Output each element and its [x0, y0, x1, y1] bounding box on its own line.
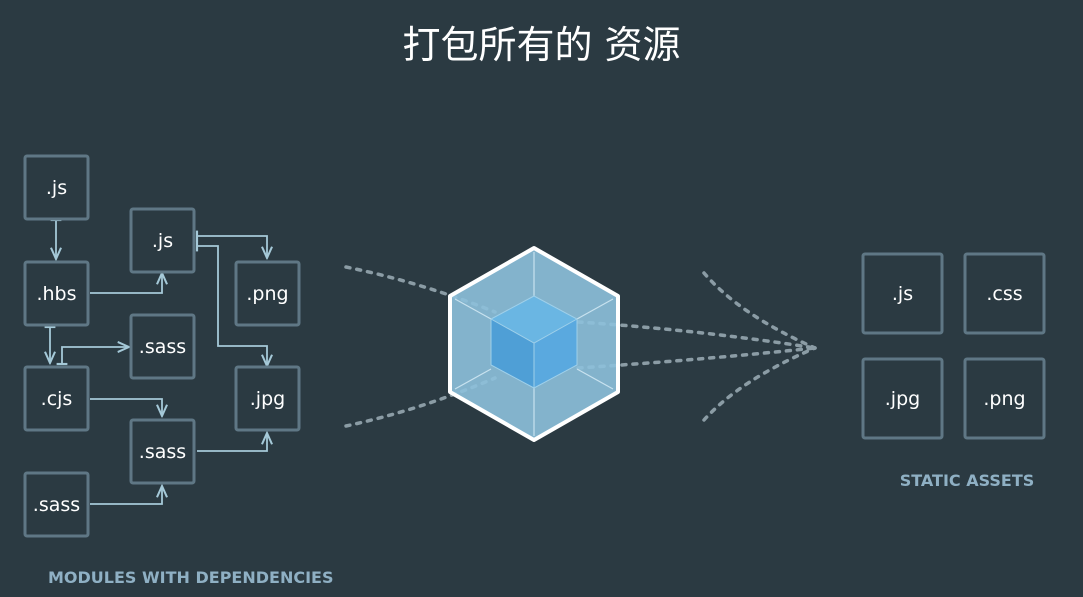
module-box: .sass [129, 418, 196, 485]
link-hbs-to-js [90, 273, 162, 294]
module-box: .sass [129, 313, 196, 380]
webpack-cube-icon [448, 246, 620, 442]
module-box: .cjs [23, 365, 90, 432]
module-label: .png [246, 283, 288, 305]
assets-caption: STATIC ASSETS [900, 471, 1035, 490]
module-box: .js [23, 154, 90, 221]
module-box: .sass [23, 471, 90, 538]
dependency-links [50, 220, 267, 505]
module-box: .jpg [234, 365, 301, 432]
link-sass2-to-jpg [197, 433, 267, 452]
module-label: .hbs [36, 283, 76, 305]
module-label: .sass [139, 441, 186, 463]
link-js-to-png [197, 236, 267, 258]
link-js-to-jpg [197, 246, 267, 366]
module-box: .js [129, 207, 196, 274]
link-cjs-to-sass2 [90, 398, 162, 416]
link-cjs-to-sass [62, 347, 129, 364]
module-label: .jpg [250, 388, 285, 410]
module-label: .js [46, 177, 67, 199]
asset-box: .js [861, 252, 944, 335]
asset-box: .jpg [861, 357, 944, 440]
asset-box: .css [963, 252, 1046, 335]
link-sass-to-sass2 [90, 486, 162, 505]
asset-box: .png [963, 357, 1046, 440]
module-box: .hbs [23, 260, 90, 327]
modules-caption: MODULES WITH DEPENDENCIES [48, 568, 334, 587]
asset-label: .png [983, 388, 1025, 410]
module-label: .cjs [41, 388, 73, 410]
module-box: .png [234, 260, 301, 327]
page-title: 打包所有的 资源 [402, 23, 681, 67]
asset-label: .jpg [885, 388, 920, 410]
module-label: .js [152, 230, 173, 252]
module-label: .sass [33, 494, 80, 516]
asset-label: .js [892, 283, 913, 305]
module-label: .sass [139, 336, 186, 358]
asset-label: .css [986, 283, 1022, 305]
